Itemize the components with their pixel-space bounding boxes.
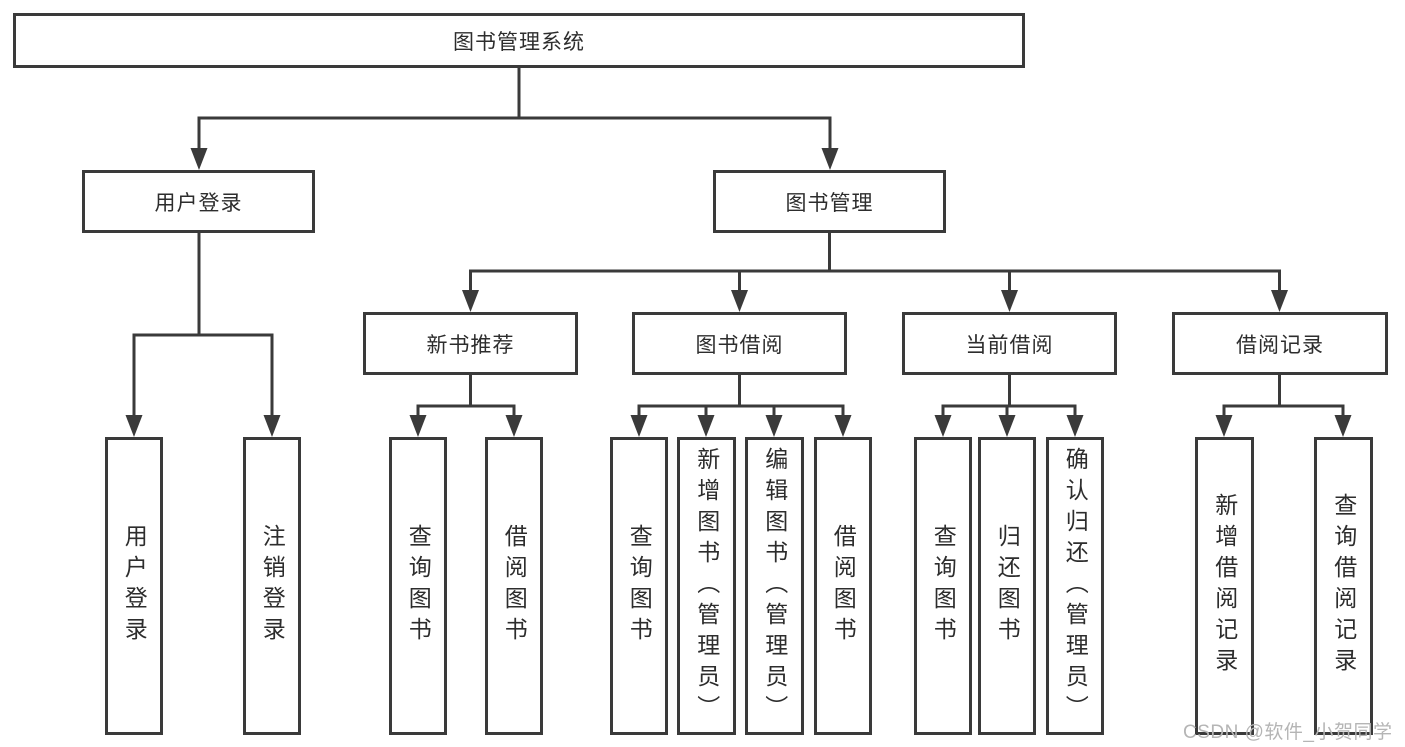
leaf-add-books-admin: 新增图书（管理员）	[677, 437, 736, 735]
connector-user-login-children	[132, 228, 274, 421]
node-label: 借阅记录	[1236, 333, 1324, 357]
node-current-borrowing: 当前借阅	[902, 312, 1117, 375]
leaf-query-borrow-record: 查询借阅记录	[1314, 437, 1373, 735]
arrowhead-icon	[821, 148, 839, 170]
node-label: 借阅图书	[501, 524, 528, 648]
node-label: 借阅图书	[830, 524, 857, 648]
node-label: 当前借阅	[965, 333, 1054, 357]
arrowhead-icon	[998, 415, 1016, 437]
node-label: 查询借阅记录	[1330, 493, 1357, 679]
arrowhead-icon	[462, 290, 479, 312]
node-label: 归还图书	[994, 524, 1021, 648]
connector-root-to-level2	[197, 64, 832, 154]
arrowhead-icon	[505, 415, 523, 437]
arrowhead-icon	[190, 148, 208, 170]
node-label: 图书管理系统	[453, 30, 585, 54]
arrowhead-icon	[1066, 415, 1084, 437]
leaf-borrow-books-recommend: 借阅图书	[485, 437, 543, 735]
arrowhead-icon	[409, 415, 427, 437]
arrowheads	[125, 148, 1352, 437]
node-new-book-recommend: 新书推荐	[363, 312, 578, 375]
leaf-query-books-current: 查询图书	[914, 437, 972, 735]
arrowhead-icon	[263, 415, 281, 437]
node-label: 注销登录	[259, 524, 286, 648]
node-label: 新书推荐	[426, 333, 515, 357]
node-label: 确认归还（管理员）	[1062, 446, 1089, 726]
connector-book-borrow-children	[637, 370, 845, 421]
leaf-borrow-books: 借阅图书	[814, 437, 872, 735]
arrowhead-icon	[697, 415, 715, 437]
node-label: 新增图书（管理员）	[693, 446, 720, 726]
arrowhead-icon	[731, 290, 748, 312]
node-book-borrowing: 图书借阅	[632, 312, 847, 375]
watermark-text: CSDN @软件_小贺同学	[1183, 722, 1393, 743]
node-library-management-system: 图书管理系统	[13, 13, 1025, 68]
node-label: 查询图书	[405, 524, 432, 648]
arrowhead-icon	[630, 415, 648, 437]
arrowhead-icon	[765, 415, 783, 437]
arrowhead-icon	[1271, 290, 1288, 312]
arrowhead-icon	[1215, 415, 1233, 437]
node-label: 查询图书	[930, 524, 957, 648]
leaf-logout: 注销登录	[243, 437, 301, 735]
arrowhead-icon	[834, 415, 852, 437]
connector-current-borrow-children	[941, 370, 1077, 421]
node-label: 新增借阅记录	[1211, 493, 1238, 679]
node-user-login: 用户登录	[82, 170, 315, 233]
leaf-edit-books-admin: 编辑图书（管理员）	[745, 437, 804, 735]
node-label: 用户登录	[154, 191, 243, 215]
leaf-query-books-recommend: 查询图书	[389, 437, 447, 735]
arrowhead-icon	[1001, 290, 1018, 312]
arrowhead-icon	[934, 415, 952, 437]
connector-borrow-records-children	[1222, 370, 1345, 421]
node-label: 查询图书	[626, 524, 653, 648]
node-label: 图书借阅	[695, 333, 784, 357]
connector-new-book-children	[416, 370, 516, 421]
leaf-user-login: 用户登录	[105, 437, 163, 735]
node-label: 用户登录	[121, 524, 148, 648]
node-book-management: 图书管理	[713, 170, 946, 233]
node-borrowing-records: 借阅记录	[1172, 312, 1388, 375]
leaf-confirm-return-admin: 确认归还（管理员）	[1046, 437, 1104, 735]
leaf-add-borrow-record: 新增借阅记录	[1195, 437, 1254, 735]
leaf-query-books-borrow: 查询图书	[610, 437, 668, 735]
leaf-return-books: 归还图书	[978, 437, 1036, 735]
node-label: 图书管理	[785, 191, 874, 215]
connector-book-management-children	[469, 228, 1281, 296]
arrowhead-icon	[125, 415, 143, 437]
node-label: 编辑图书（管理员）	[761, 446, 788, 726]
arrowhead-icon	[1334, 415, 1352, 437]
